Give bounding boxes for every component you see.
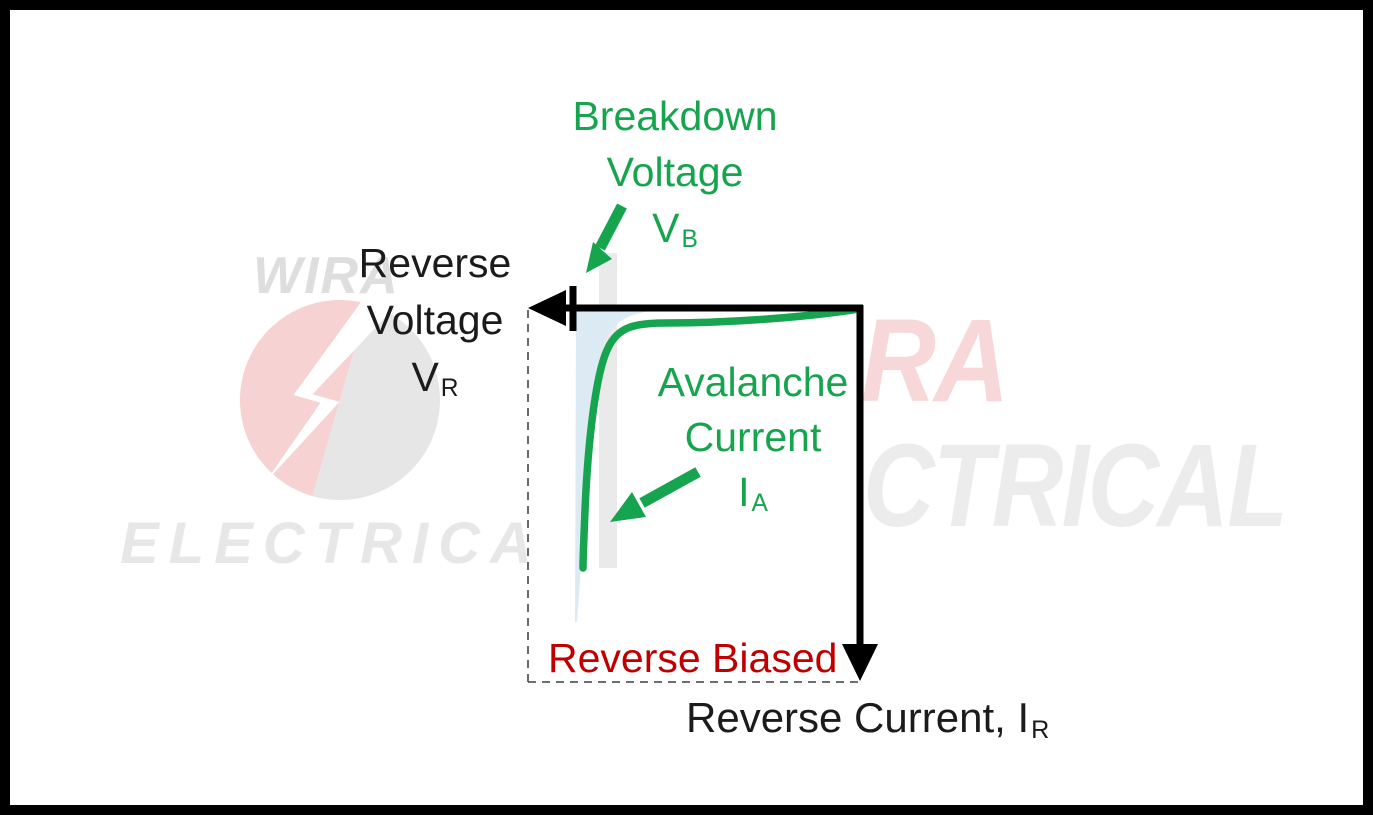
reverse-voltage-label: Reverse Voltage VR xyxy=(340,235,530,412)
reverse-voltage-line2: Voltage xyxy=(366,297,504,343)
watermark-ctrical-fragment: CTRICAL xyxy=(863,420,1288,552)
watermark-layer: WIRA ELECTRICAL RA CTRICAL xyxy=(10,10,1363,805)
breakdown-voltage-label: Breakdown Voltage VB xyxy=(550,88,800,263)
logo-gray-half xyxy=(312,303,440,500)
watermark-wira-text: WIRA xyxy=(253,247,400,305)
wira-electrical-logo xyxy=(240,300,440,500)
watermark-electrical-text: ELECTRICAL xyxy=(120,511,588,576)
reverse-voltage-symbol: VR xyxy=(411,354,459,403)
reverse-voltage-subscript: R xyxy=(440,375,459,403)
breakdown-label-line2: Voltage xyxy=(606,149,744,195)
reverse-current-symbol: I xyxy=(1017,694,1030,741)
reverse-current-axis-label: Reverse Current, IR xyxy=(686,690,1049,752)
avalanche-subscript: A xyxy=(751,490,768,518)
reverse-current-text: Reverse Current, xyxy=(686,694,1018,741)
avalanche-line2: Current xyxy=(684,414,822,460)
reverse-biased-label: Reverse Biased xyxy=(548,635,838,681)
avalanche-symbol: IA xyxy=(738,469,768,518)
avalanche-line1: Avalanche xyxy=(657,359,849,405)
breakdown-label-line1: Breakdown xyxy=(572,93,778,139)
avalanche-current-label: Avalanche Current IA xyxy=(628,355,878,526)
reverse-current-subscript: R xyxy=(1031,715,1050,744)
reverse-voltage-line1: Reverse xyxy=(358,240,512,286)
logo-lightning-bolt-icon xyxy=(263,300,394,485)
breakdown-subscript: B xyxy=(681,226,698,254)
watermark-ra-fragment: RA xyxy=(861,295,1009,427)
breakdown-label-symbol: VB xyxy=(652,205,698,254)
